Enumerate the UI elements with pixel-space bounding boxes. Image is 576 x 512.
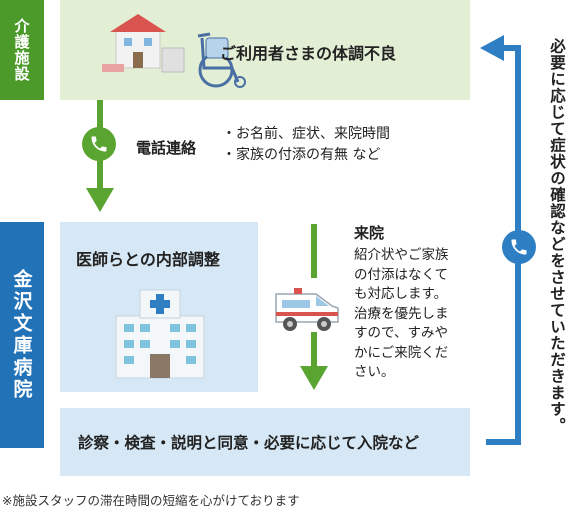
phone-icon-green: [82, 127, 116, 161]
visit-line: すので、すみや: [354, 325, 448, 341]
visit-description: 紹介状やご家族 の付添はなくて も対応します。 治療を優先しま すので、すみや …: [354, 246, 449, 383]
care-facility-label: 介護施設: [0, 0, 44, 100]
phone-icon-blue: [502, 230, 536, 264]
hospital-label-text: 金沢文庫病院: [10, 269, 33, 401]
visit-line: かにご来院くだ: [354, 344, 449, 361]
visit-line: 治療を優先しま: [354, 305, 449, 322]
visit-title: 来院: [354, 224, 385, 242]
phone-step-detail-2: ・家族の付添の有無 など: [222, 147, 381, 163]
final-box: 診察・検査・説明と同意・必要に応じて入院など: [60, 408, 470, 476]
coordination-text: 医師らとの内部調整: [76, 250, 220, 269]
hospital-building-illustration: [115, 289, 205, 379]
care-facility-text: ご利用者さまの体調不良: [220, 44, 397, 63]
footnote: ※施設スタッフの滞在時間の短縮を心がけております: [2, 493, 300, 508]
care-facility-illustration: [102, 14, 246, 88]
care-facility-box: ご利用者さまの体調不良: [60, 0, 470, 100]
visit-line: も対応します。: [354, 286, 448, 302]
final-box-text: 診察・検査・説明と同意・必要に応じて入院など: [78, 434, 420, 452]
ambulance-illustration: [275, 288, 339, 331]
phone-step-detail-1: ・お名前、症状、来院時間: [222, 126, 390, 142]
care-facility-label-text: 介護施設: [12, 18, 31, 82]
hospital-label: 金沢文庫病院: [0, 222, 44, 448]
visit-line: さい。: [354, 364, 395, 380]
visit-line: の付添はなくて: [354, 266, 449, 283]
visit-down-arrow: [300, 224, 328, 390]
side-note: 必要に応じて症状の確認などをさせていただきます。: [548, 38, 566, 434]
visit-line: 紹介状やご家族: [354, 247, 449, 263]
phone-step-title: 電話連絡: [136, 139, 197, 157]
coordination-box: 医師らとの内部調整: [60, 222, 258, 392]
